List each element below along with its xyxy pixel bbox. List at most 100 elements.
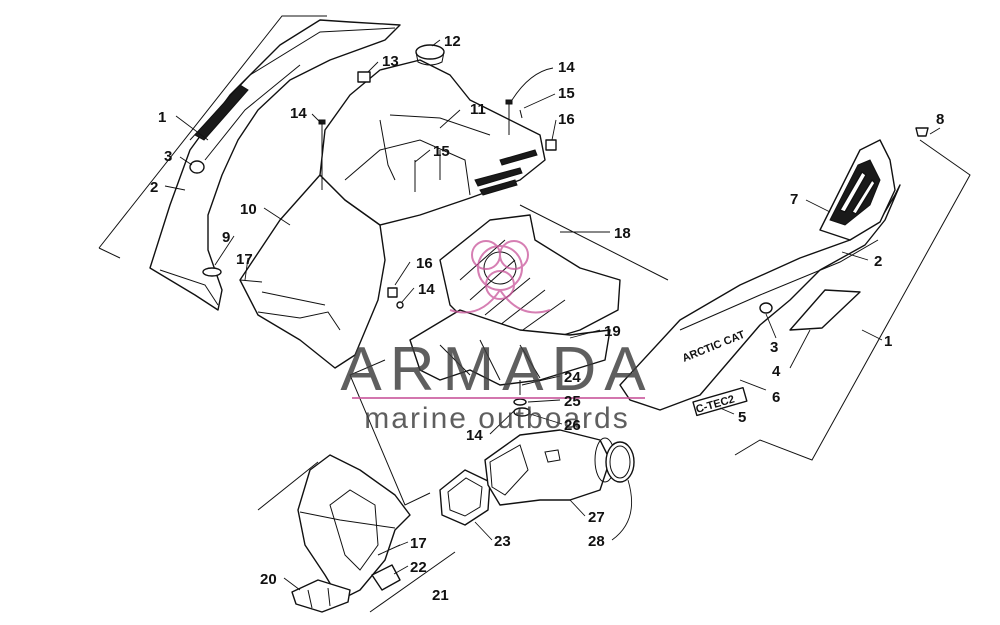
watermark-tagline: marine outboards <box>364 402 629 435</box>
callout-2-right: 2 <box>874 253 882 270</box>
left-group-frame <box>98 15 327 259</box>
callout-28: 28 <box>588 533 605 550</box>
left-panel-lower-edge <box>159 269 219 306</box>
callout-20: 20 <box>260 571 277 588</box>
callout-19: 19 <box>604 323 621 340</box>
hood-center-post <box>379 119 396 181</box>
callout-9: 9 <box>222 229 230 246</box>
right-side-panel <box>619 184 901 411</box>
leader-lines <box>164 39 941 591</box>
part-3-grommet-right <box>759 302 773 314</box>
right-side-panel-group: ARCTIC CAT C-TEC2 <box>619 127 971 461</box>
callout-23: 23 <box>494 533 511 550</box>
callout-13: 13 <box>382 53 399 70</box>
part-5-decal-plate <box>692 386 748 417</box>
callout-6: 6 <box>772 389 780 406</box>
callout-4: 4 <box>772 363 781 380</box>
hood-vent-3 <box>499 149 538 166</box>
right-panel-stripe-1 <box>839 171 867 213</box>
callout-1-left: 1 <box>158 109 166 126</box>
part-8-knob <box>915 127 929 137</box>
callout-24: 24 <box>564 369 581 386</box>
right-panel-edge <box>679 239 879 331</box>
leader-15-top <box>523 93 556 109</box>
hood-front <box>239 174 386 369</box>
leader-1-right <box>861 329 883 341</box>
leader-2-left <box>164 185 186 191</box>
part-16-clip-top <box>545 139 557 151</box>
callout-3-left: 3 <box>164 148 172 165</box>
callout-18: 18 <box>614 225 631 242</box>
callout-labels: 1 3 2 9 10 17 14 13 12 11 15 14 15 16 16… <box>150 33 944 604</box>
flower-logo-icon <box>449 240 551 314</box>
hood-vent-1 <box>474 167 523 187</box>
leader-13 <box>367 61 379 73</box>
leader-17-left <box>244 257 249 281</box>
callout-2-left: 2 <box>150 179 158 196</box>
intake-duct-inner <box>329 489 379 571</box>
callout-16-mid: 16 <box>416 255 433 272</box>
bracket-details <box>307 587 331 609</box>
leader-14-top <box>511 67 554 101</box>
lower-intake-group <box>257 454 456 613</box>
callout-12: 12 <box>444 33 461 50</box>
leader-8 <box>929 127 941 135</box>
callout-16-top: 16 <box>558 111 575 128</box>
leader-6 <box>739 379 767 391</box>
part-15-screw <box>519 109 523 119</box>
leader-10 <box>263 207 291 226</box>
part-3-grommet <box>189 160 205 174</box>
intake-hose-group <box>439 380 635 526</box>
part-21-intake-duct <box>297 454 411 601</box>
leader-16-mid <box>394 261 411 286</box>
leader-4 <box>789 329 811 369</box>
callout-5: 5 <box>738 409 746 426</box>
cap-top <box>415 44 445 60</box>
part-12-cap <box>415 44 445 66</box>
air-box-group <box>349 204 669 506</box>
leader-5 <box>719 407 735 415</box>
lower-intake-frame <box>257 461 456 613</box>
callout-7: 7 <box>790 191 798 208</box>
hood-top-ridge <box>344 114 491 196</box>
leader-1-left <box>175 115 209 141</box>
cap-body <box>415 51 445 66</box>
leader-28 <box>611 479 633 541</box>
part-9-grommet <box>202 267 222 277</box>
leader-27 <box>569 499 586 517</box>
clamp-inner <box>609 445 631 479</box>
watermark: ARMADA marine outboards <box>340 240 646 435</box>
hood-screws <box>414 150 441 192</box>
leader-14-left <box>311 113 323 125</box>
leader-2-right <box>841 251 869 261</box>
leader-9 <box>214 235 235 266</box>
part-4-decal-strip <box>789 289 861 331</box>
callout-21: 21 <box>432 587 449 604</box>
callout-8: 8 <box>936 111 944 128</box>
leader-17-low <box>397 541 409 547</box>
callout-11: 11 <box>470 101 486 118</box>
part-26-washer <box>513 407 531 417</box>
hood-vent-2 <box>479 179 518 196</box>
left-panel-stripe <box>194 84 249 141</box>
leader-7 <box>805 199 831 213</box>
callout-15-mid: 15 <box>433 143 450 160</box>
hood-group <box>239 59 546 369</box>
gasket-inner <box>447 477 483 517</box>
leader-12 <box>431 39 441 47</box>
callout-10: 10 <box>240 201 257 218</box>
callout-26: 26 <box>564 417 581 434</box>
leader-11 <box>439 109 461 129</box>
part-17-bolt-lower <box>377 544 401 556</box>
part-14-bolt-top-head <box>505 99 513 105</box>
leader-14-low <box>489 409 516 435</box>
callout-14-low: 14 <box>466 427 483 444</box>
leader-26 <box>529 413 563 425</box>
hose-inner-mouth <box>489 444 529 496</box>
callout-15-top: 15 <box>558 85 575 102</box>
callout-3-right: 3 <box>770 339 778 356</box>
part-28-clamp <box>605 441 635 483</box>
leader-23 <box>474 521 493 541</box>
leader-22 <box>393 565 409 575</box>
